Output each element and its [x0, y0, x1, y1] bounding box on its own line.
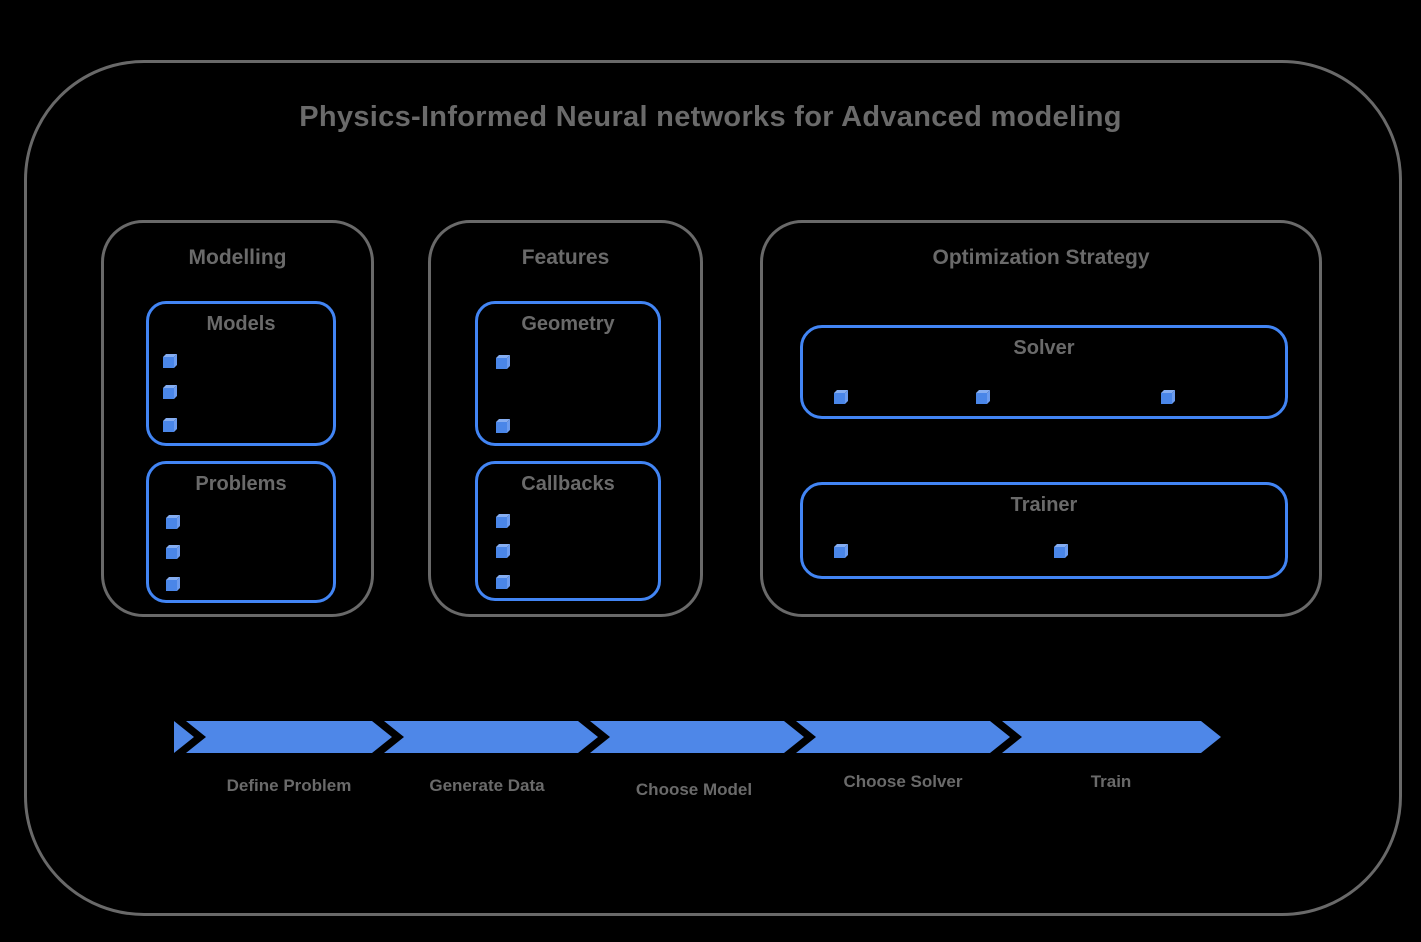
cube-icon — [166, 545, 180, 559]
cube-icon — [166, 577, 180, 591]
outer-frame — [24, 60, 1402, 916]
group-title: Callbacks — [521, 473, 615, 495]
cube-icon — [496, 419, 510, 433]
cube-icon — [496, 544, 510, 558]
group-models: Models — [146, 301, 336, 446]
panel-features: Features Geometry Callbacks — [428, 220, 703, 617]
group-geometry: Geometry — [475, 301, 661, 446]
panel-modelling: Modelling Models Problems — [101, 220, 374, 617]
flow-step-label-train: Train — [1090, 772, 1132, 791]
flow-step-label-choose-model: Choose Model — [635, 780, 753, 799]
page-title: Physics-Informed Neural networks for Adv… — [299, 101, 1122, 133]
cube-icon — [166, 515, 180, 529]
flow-step-label-choose-solver: Choose Solver — [843, 772, 963, 791]
group-solver: Solver — [800, 325, 1288, 419]
cube-icon — [1054, 544, 1068, 558]
group-title: Solver — [1013, 337, 1075, 359]
panel-title: Features — [521, 246, 610, 269]
group-title: Problems — [195, 473, 287, 495]
panel-title: Modelling — [188, 246, 287, 269]
cube-icon — [834, 390, 848, 404]
group-problems: Problems — [146, 461, 336, 603]
cube-icon — [496, 575, 510, 589]
group-trainer: Trainer — [800, 482, 1288, 579]
cube-icon — [163, 418, 177, 432]
cube-icon — [163, 354, 177, 368]
panel-title: Optimization Strategy — [932, 246, 1150, 269]
cube-icon — [1161, 390, 1175, 404]
flow-step-label-define-problem: Define Problem — [226, 776, 352, 795]
cube-icon — [976, 390, 990, 404]
cube-icon — [496, 514, 510, 528]
cube-icon — [496, 355, 510, 369]
group-title: Geometry — [521, 313, 615, 335]
flow-step-label-generate-data: Generate Data — [429, 776, 545, 795]
cube-icon — [163, 385, 177, 399]
group-title: Models — [206, 313, 276, 335]
cube-icon — [834, 544, 848, 558]
group-title: Trainer — [1010, 494, 1078, 516]
panel-optimization-strategy: Optimization Strategy Solver Trainer — [760, 220, 1322, 617]
group-callbacks: Callbacks — [475, 461, 661, 601]
